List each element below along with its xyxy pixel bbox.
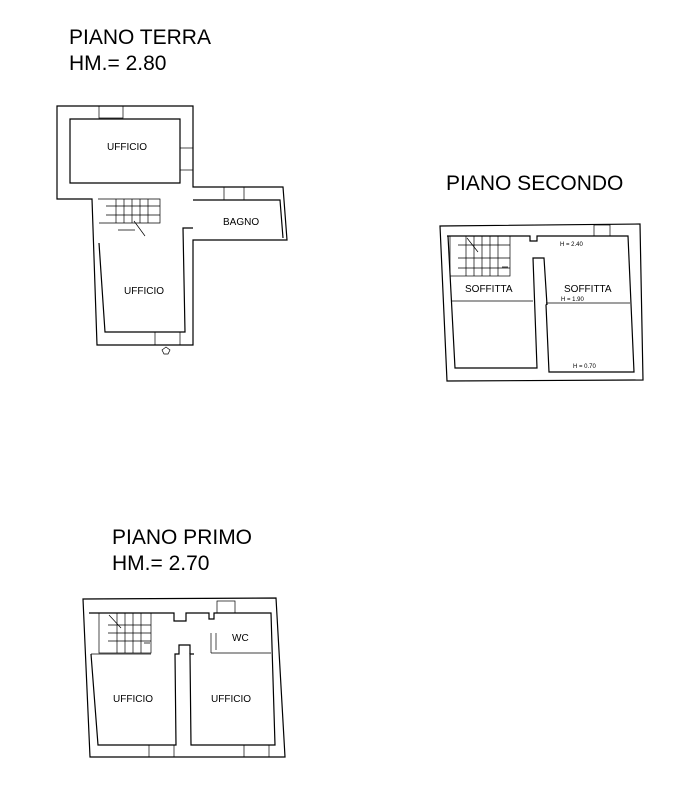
floor-title: PIANO PRIMO — [112, 526, 253, 549]
plan-piano-primo: WC UFFICIO UFFICIO — [82, 597, 286, 758]
piano-secondo-title: PIANO SECONDO — [446, 172, 624, 195]
window-icon — [98, 105, 124, 119]
plan-piano-terra: UFFICIO BAGNO UFFICIO — [56, 105, 288, 355]
room-label: BAGNO — [223, 217, 259, 228]
door-icon — [154, 331, 181, 346]
floor-title: PIANO TERRA — [69, 26, 211, 49]
room-label: UFFICIO — [211, 694, 251, 705]
entrance-arrow-icon — [161, 346, 171, 355]
window-icon — [216, 600, 236, 614]
room-label: UFFICIO — [113, 694, 153, 705]
room-label: WC — [232, 633, 249, 644]
height-label: H = 0.70 — [573, 364, 597, 370]
piano-primo-title: PIANO PRIMO HM.= 2.70 — [112, 525, 252, 577]
window-icon — [243, 744, 270, 758]
window-icon — [179, 147, 194, 171]
window-icon — [223, 186, 245, 201]
floor-height: HM.= 2.70 — [112, 552, 210, 575]
window-icon — [593, 224, 611, 237]
room-label: UFFICIO — [124, 286, 164, 297]
room-label: SOFFITTA — [465, 284, 513, 295]
window-icon — [148, 744, 175, 758]
room-label: SOFFITTA — [564, 284, 612, 295]
height-label: H = 1.90 — [561, 297, 585, 303]
floor-height: HM.= 2.80 — [69, 52, 167, 75]
plan-piano-secondo: SOFFITTA SOFFITTA H = 2.40 H = 1.90 H = … — [439, 223, 644, 382]
piano-terra-title: PIANO TERRA HM.= 2.80 — [69, 25, 211, 77]
room-label: UFFICIO — [107, 142, 147, 153]
height-label: H = 2.40 — [560, 242, 584, 248]
